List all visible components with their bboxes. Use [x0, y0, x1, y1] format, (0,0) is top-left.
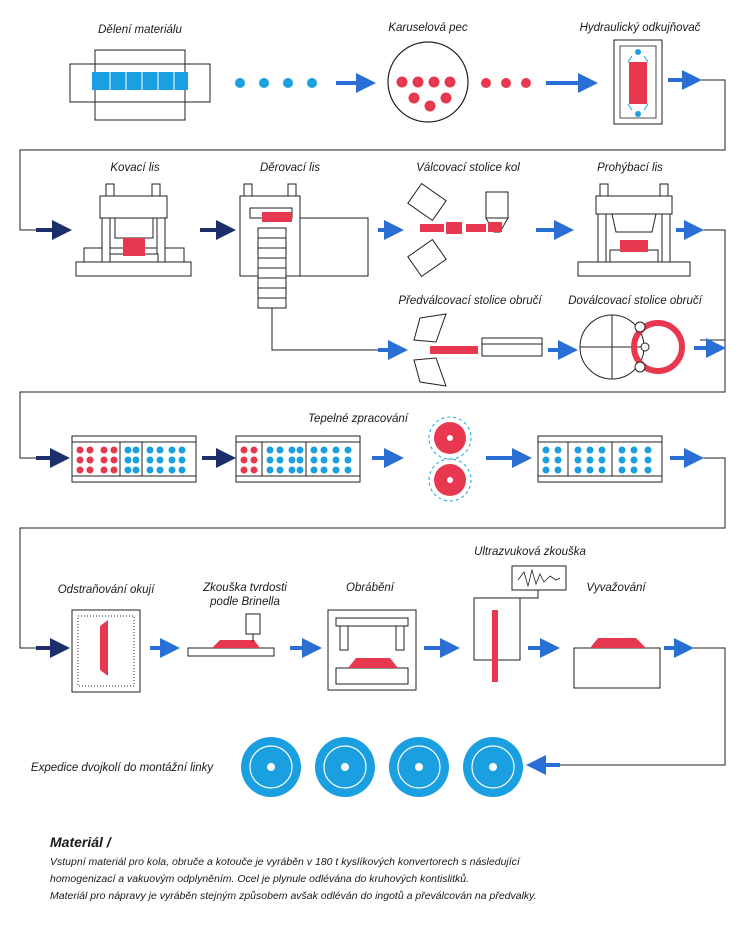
brinell-tester-icon	[187, 613, 275, 657]
wheelset-icons	[241, 737, 523, 797]
ring-prerolling-mill-icon	[413, 313, 543, 387]
label-vyvazovani: Vyvažování	[586, 582, 647, 594]
connector-lines	[19, 79, 726, 766]
wheel-rolling-mill-icon	[407, 182, 509, 278]
piercing-press-icon	[239, 183, 369, 309]
label-valcovaci-stolice-kol: Válcovací stolice kol	[416, 162, 520, 174]
descaler-icon	[613, 39, 663, 125]
label-kovaci-lis: Kovací lis	[110, 162, 159, 174]
label-ultrazvukova-zkouska: Ultrazvuková zkouška	[474, 546, 586, 558]
quench-wheels-icon	[428, 416, 472, 502]
billet-dots-red	[481, 78, 531, 88]
wheelset-3	[389, 737, 449, 797]
ultrasonic-test-icon	[473, 565, 567, 682]
label-zkouska-tvrdosti-2: podle Brinella	[209, 596, 280, 608]
cutting-station-icon	[69, 49, 211, 121]
label-expedice: Expedice dvojkolí do montážní linky	[31, 762, 214, 774]
caption-line: Materiál pro nápravy je vyráběn stejným …	[50, 890, 537, 902]
wheelset-4	[463, 737, 523, 797]
label-hydraulicky-odkujnovac: Hydraulický odkujňovač	[580, 22, 701, 34]
wheelset-1	[241, 737, 301, 797]
material-caption: Materiál / Vstupní materiál pro kola, ob…	[50, 834, 730, 905]
label-dovalcovaci-stolice-obruci: Doválcovací stolice obručí	[568, 295, 703, 307]
label-odstranovani-okuji: Odstraňování okují	[58, 584, 156, 596]
forging-press-icon	[75, 183, 192, 277]
rotary-furnace-icon	[387, 41, 469, 123]
billet-dots-blue	[235, 78, 317, 88]
ring-finishing-mill-icon	[579, 314, 685, 380]
bending-press-icon	[577, 183, 691, 277]
heat-tray-1	[71, 435, 197, 483]
caption-line: homogenizací a vakuovým odplyněním. Ocel…	[50, 873, 470, 885]
label-deleni-materialu: Dělení materiálu	[98, 24, 182, 36]
heat-tray-2	[235, 435, 361, 483]
wheelset-2	[315, 737, 375, 797]
label-prohybaci-lis: Prohýbací lis	[597, 162, 663, 174]
label-karuselova-pec: Karuselová pec	[388, 22, 468, 34]
label-zkouska-tvrdosti-1: Zkouška tvrdosti	[202, 582, 287, 594]
process-flow-diagram: Dělení materiálu Karuselová pec Hydrauli…	[19, 22, 726, 797]
label-tepelne-zpracovani: Tepelné zpracování	[308, 413, 410, 425]
caption-line: Vstupní materiál pro kola, obruče a koto…	[50, 856, 520, 868]
heat-tray-3	[537, 435, 663, 483]
label-predvalcovaci-stolice-obruci: Předválcovací stolice obručí	[398, 295, 543, 307]
balancing-icon	[573, 638, 661, 689]
shot-blasting-icon	[71, 609, 141, 693]
label-obrabeni: Obrábění	[346, 582, 396, 594]
label-derovaci-lis: Děrovací lis	[260, 162, 320, 174]
caption-title: Materiál /	[50, 834, 111, 850]
machining-icon	[327, 609, 417, 691]
